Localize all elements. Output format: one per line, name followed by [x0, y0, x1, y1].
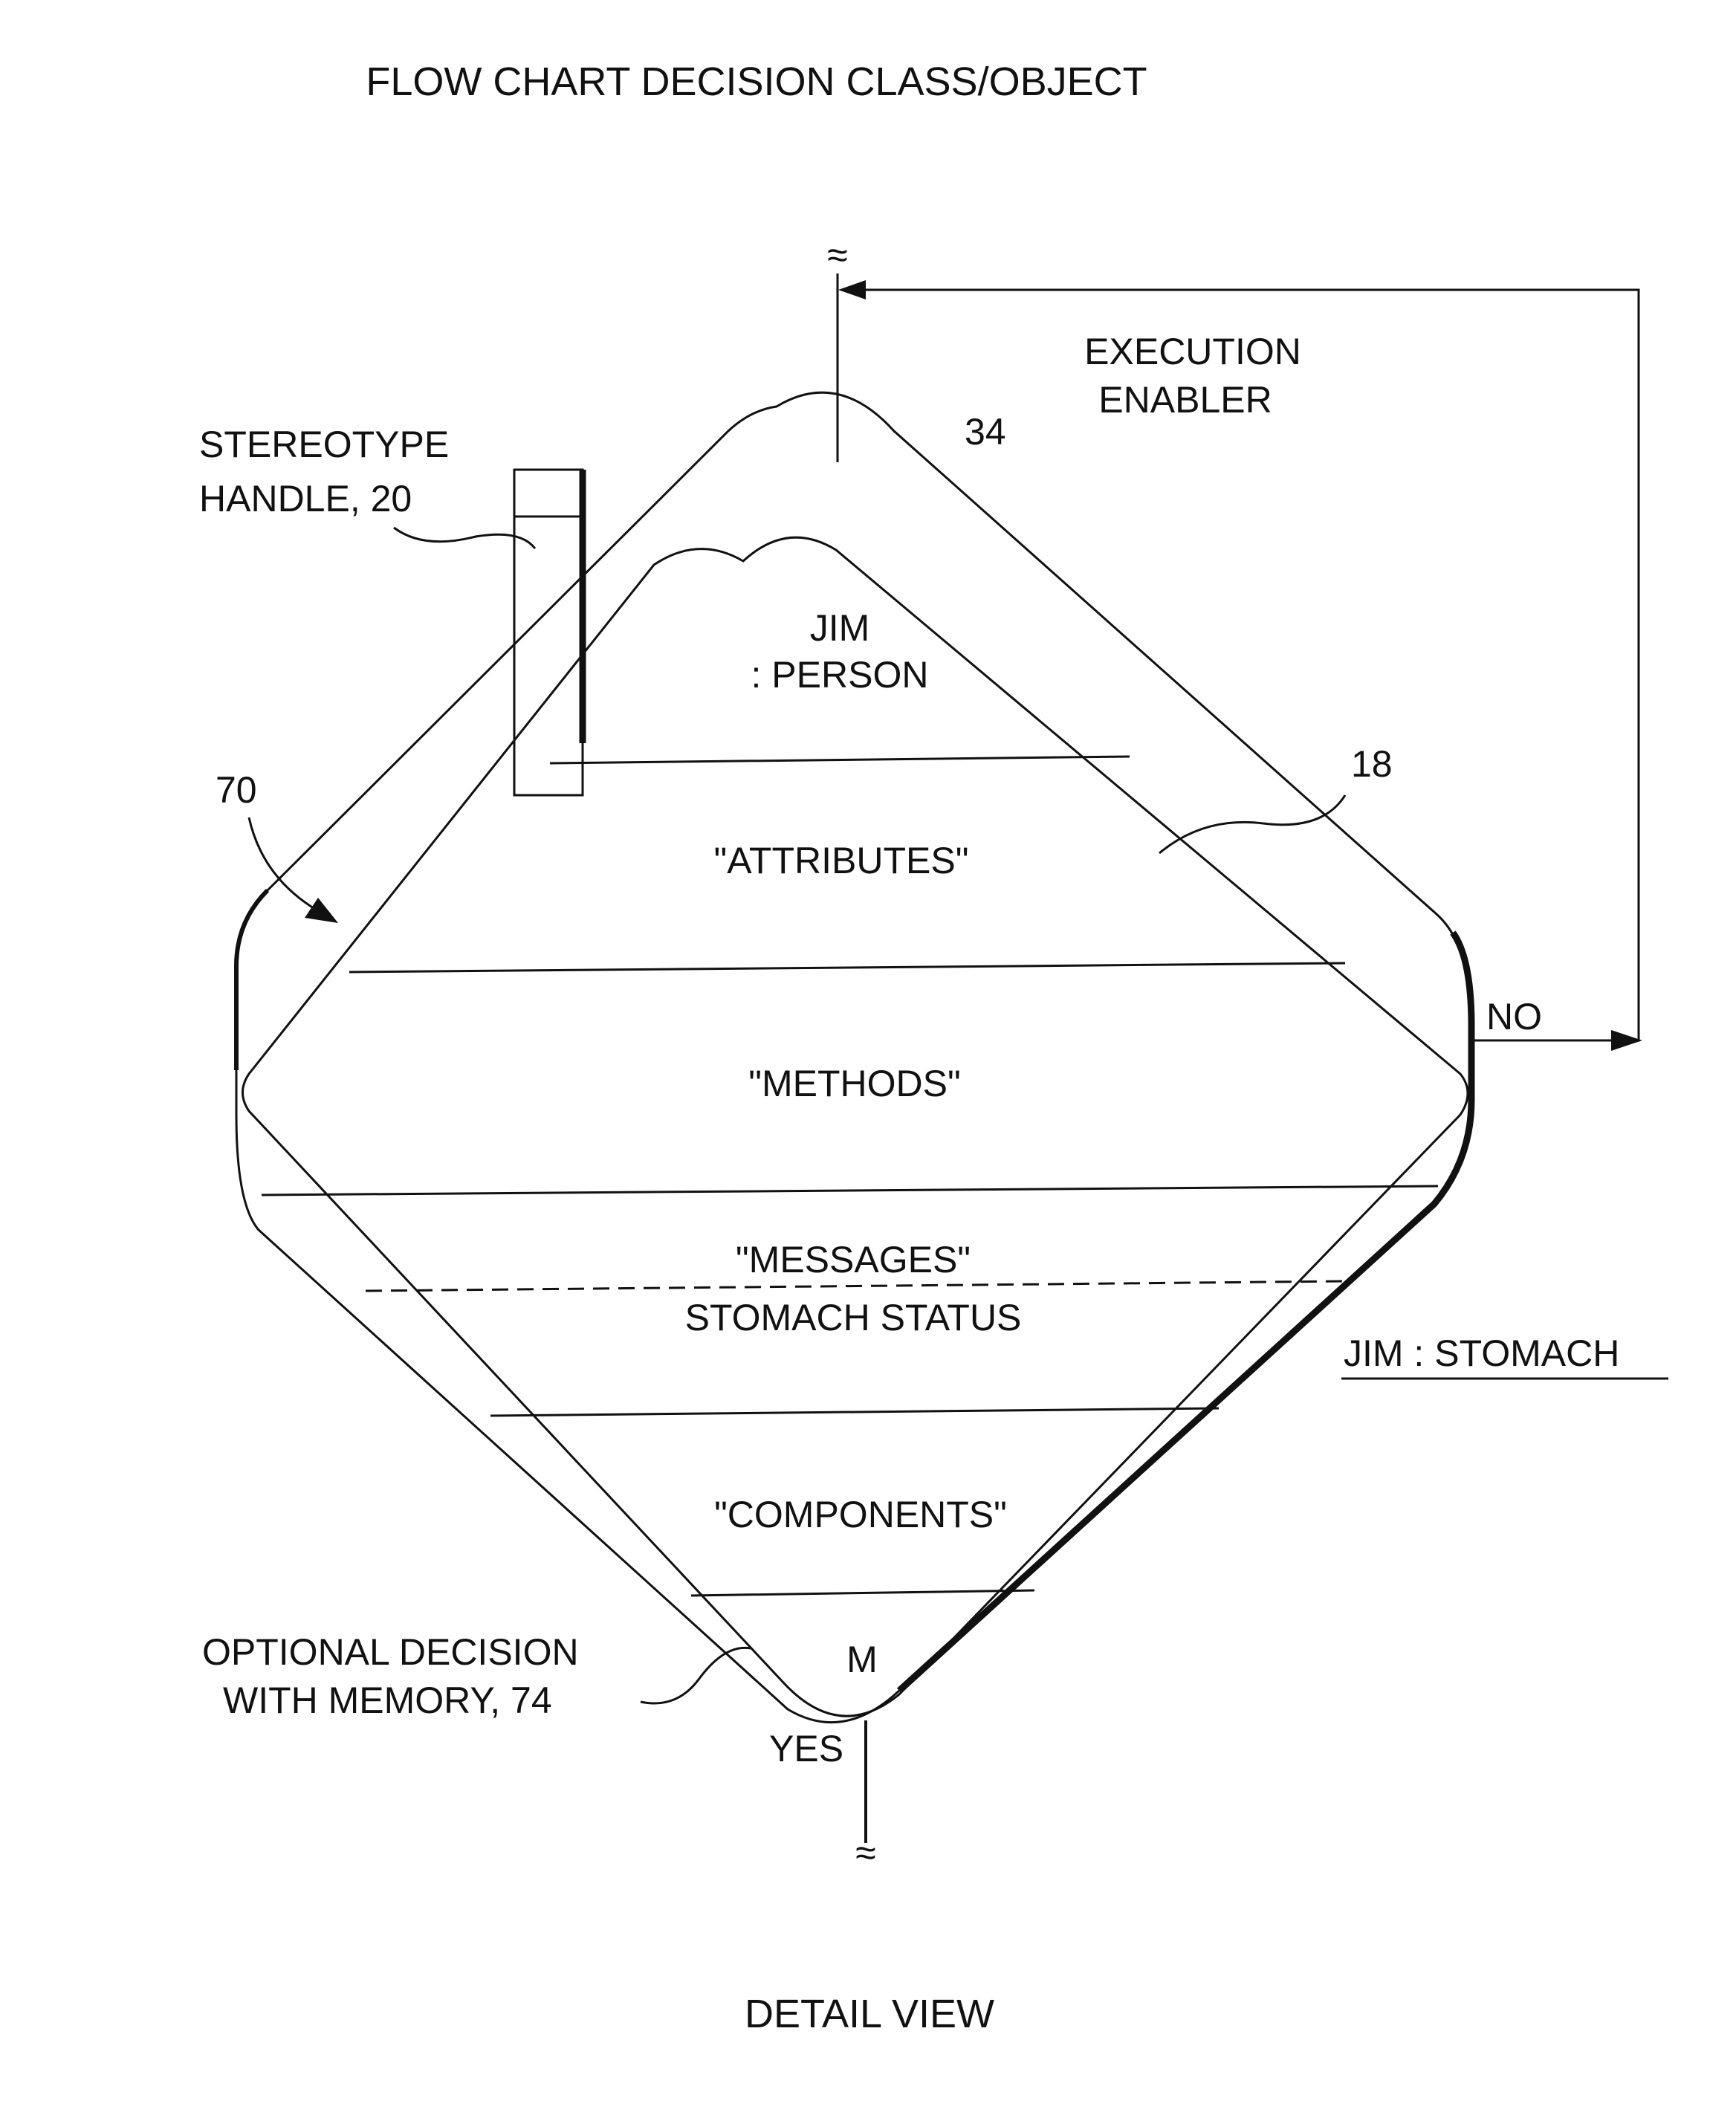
- object-name-line2: : PERSON: [751, 654, 929, 696]
- components-label: "COMPONENTS": [714, 1494, 1007, 1535]
- ref-70-arrowhead: [305, 898, 338, 923]
- attributes-label: "ATTRIBUTES": [714, 840, 969, 881]
- execution-enabler-label-line1: EXECUTION: [1084, 331, 1301, 372]
- divider-name-attributes: [549, 755, 1130, 765]
- optional-decision-label-line2: WITH MEMORY, 74: [223, 1680, 552, 1721]
- stomach-status-label: STOMACH STATUS: [685, 1297, 1022, 1338]
- top-break-symbol: ≈: [827, 234, 847, 276]
- divider-messages-status-dashed: [365, 1280, 1346, 1292]
- divider-methods-messages: [261, 1185, 1439, 1196]
- detail-view-caption: DETAIL VIEW: [745, 1992, 994, 2036]
- ref-34-label: 34: [965, 411, 1006, 453]
- stereotype-handle-leader: [393, 526, 537, 549]
- execution-enabler-label-line2: ENABLER: [1098, 379, 1272, 421]
- execution-enabler-loop: [851, 288, 1640, 1042]
- memory-label: M: [846, 1639, 878, 1680]
- object-name-line1: JIM: [810, 607, 870, 649]
- no-branch-label: NO: [1486, 996, 1542, 1037]
- divider-attributes-methods: [349, 962, 1346, 974]
- optional-decision-label-line1: OPTIONAL DECISION: [202, 1631, 579, 1673]
- methods-label: "METHODS": [748, 1063, 961, 1104]
- yes-branch-label: YES: [769, 1728, 843, 1769]
- bottom-break-symbol: ≈: [855, 1832, 875, 1874]
- no-arrowhead: [1611, 1030, 1642, 1051]
- jim-stomach-label: JIM : STOMACH: [1344, 1332, 1619, 1374]
- inner-object-diamond: [242, 536, 1469, 1717]
- optional-decision-leader: [640, 1646, 751, 1705]
- messages-label: "MESSAGES": [736, 1239, 971, 1280]
- outer-diamond-shade-left: [234, 888, 270, 1070]
- ref-70-label: 70: [216, 769, 257, 811]
- execution-enabler-arrowhead: [838, 280, 866, 299]
- ref-18-leader: [1159, 794, 1347, 855]
- stereotype-handle-label-line2: HANDLE, 20: [199, 478, 412, 519]
- ref-18-label: 18: [1351, 743, 1393, 785]
- stereotype-handle-label-line1: STEREOTYPE: [199, 424, 449, 465]
- divider-components-memory: [690, 1589, 1035, 1597]
- divider-status-components: [490, 1407, 1220, 1417]
- stereotype-handle-bar: [513, 468, 584, 797]
- outer-diamond-shade-right: [896, 930, 1475, 1694]
- diagram-title: FLOW CHART DECISION CLASS/OBJECT: [366, 59, 1147, 104]
